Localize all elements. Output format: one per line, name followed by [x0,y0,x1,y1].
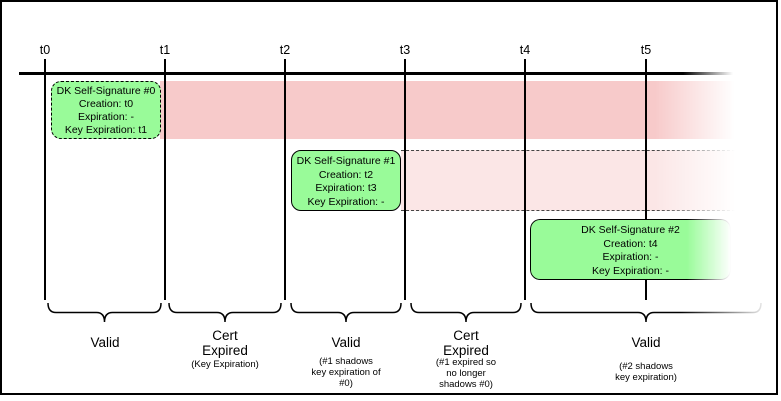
key-expiration-band-1 [401,150,735,211]
period-label-valid-2: Valid [631,335,661,350]
period-note-key-expiration: (Key Expiration) [191,359,259,370]
signature-detail: Expiration: t3 [315,182,377,194]
period-label-valid-0: Valid [90,335,120,350]
tick-label-t0: t0 [39,43,51,57]
tick-label-t3: t3 [399,43,411,57]
tick-label-t2: t2 [279,43,291,57]
timeline-axis [19,72,733,75]
signature-box-0: DK Self-Signature #0 Creation: t0 Expira… [51,81,161,139]
period-brace-2 [290,302,402,323]
timeline-vertical-line-t4 [524,59,526,300]
tick-label-t1: t1 [159,43,171,57]
signature-detail: Key Expiration: - [307,195,385,208]
period-brace-1 [168,302,282,323]
period-label-cert-expired-1: Cert Expired [443,328,489,358]
period-label-cert-expired-0: Cert Expired [202,328,248,358]
period-brace-4 [530,302,762,323]
signature-detail: Creation: t0 [78,98,134,110]
signature-detail: Expiration: - [77,111,135,123]
period-label-valid-1: Valid [331,335,361,350]
signature-detail: Key Expiration: - [591,264,670,277]
signature-box-2: DK Self-Signature #2 Creation: t4 Expira… [530,219,731,280]
period-brace-3 [410,302,522,323]
key-expiration-band-0 [160,81,735,139]
signature-title: DK Self-Signature #0 [56,85,156,97]
period-note-shadows-2: (#2 shadows key expiration) [615,361,677,383]
signature-detail: Key Expiration: t1 [64,124,148,136]
tick-label-t4: t4 [519,43,531,57]
signature-detail: Expiration: - [602,251,659,263]
timeline-vertical-line-t3 [404,59,406,300]
timeline-vertical-line-t5 [645,59,647,300]
period-note-shadows-0: (#1 shadows key expiration of #0) [311,356,381,389]
signature-box-1: DK Self-Signature #1 Creation: t2 Expira… [291,150,401,211]
period-note-expired-1: (#1 expired so no longer shadows #0) [435,357,497,390]
signature-title: DK Self-Signature #1 [296,155,396,167]
signature-detail: Creation: t2 [318,168,374,181]
period-brace-0 [47,302,162,323]
timeline-vertical-line-t0 [44,59,46,300]
signature-detail: Creation: t4 [603,237,658,250]
timeline-vertical-line-t1 [164,59,166,300]
signature-title: DK Self-Signature #2 [581,224,680,236]
tick-label-t5: t5 [640,43,652,57]
timeline-vertical-line-t2 [284,59,286,300]
